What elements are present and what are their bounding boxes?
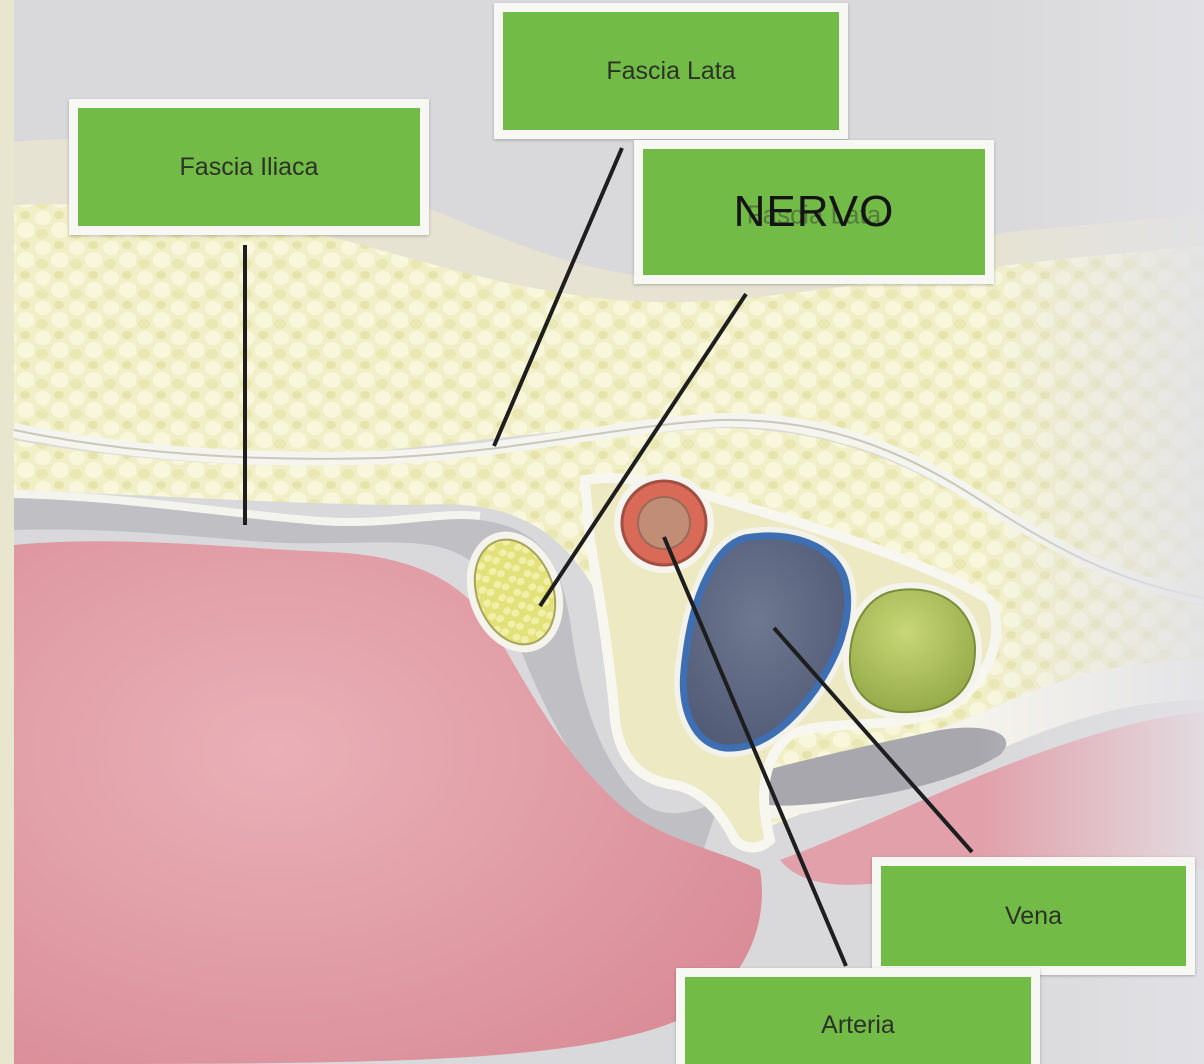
label-nervo: Fascia Lata NERVO — [634, 140, 994, 284]
lymph-node — [850, 589, 975, 712]
label-fascia-lata-text: Fascia Lata — [606, 57, 735, 86]
label-arteria: Arteria — [676, 968, 1040, 1064]
label-arteria-text: Arteria — [821, 1011, 895, 1040]
label-fascia-iliaca: Fascia Iliaca — [69, 99, 429, 235]
label-vena: Vena — [872, 857, 1195, 975]
label-nervo-text: NERVO — [734, 187, 895, 237]
label-fascia-iliaca-text: Fascia Iliaca — [180, 153, 319, 182]
label-fascia-lata: Fascia Lata — [494, 3, 848, 139]
page-edge — [0, 0, 14, 1064]
label-vena-text: Vena — [1005, 902, 1062, 931]
